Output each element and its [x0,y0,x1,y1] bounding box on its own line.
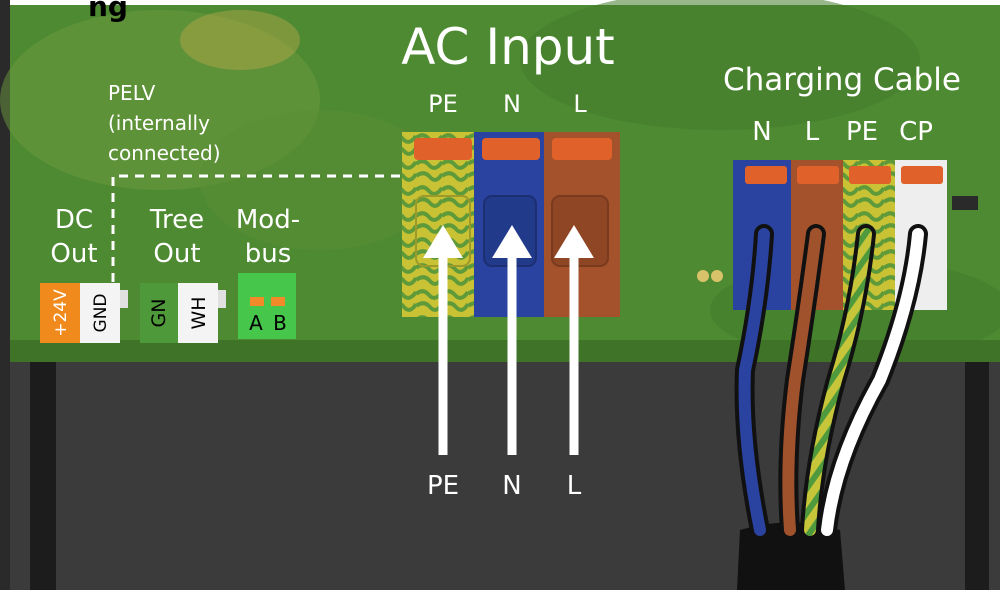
dc-out-label-line1: DC [55,205,93,235]
enclosure-left-rail [30,355,56,590]
charging-cable-title: Charging Cable [723,62,961,98]
dc-out-pin-gnd: GND [91,294,111,333]
ac-terminal-label-n: N [503,90,521,118]
arrow-pe-head [423,225,463,258]
ac-input-arrows [423,225,594,455]
pelv-label-line3: connected) [108,141,221,165]
dc-out-label-line2: Out [50,239,97,269]
enclosure-lower [0,355,1000,590]
modbus-label-line2: bus [245,239,292,269]
ac-input-title: AC Input [401,18,615,76]
dc-out-pin-plus24v: +24V [51,289,71,337]
arrow-l-head [554,225,594,258]
enclosure-right-rail [965,355,989,590]
ac-terminal-label-pe: PE [428,90,458,118]
cable-wires [734,224,928,540]
tree-out-connector: GN WH [140,283,226,343]
arrow-n-head [492,225,532,258]
pelv-label-line2: (internally [108,111,210,135]
pelv-label-line1: PELV [108,81,156,105]
cable-terminal-label-l: L [805,117,820,147]
arrow-label-l: L [567,471,582,501]
ac-input-terminal-block [402,132,620,317]
tree-out-pin-gn: GN [148,299,170,328]
enclosure-left-edge [0,0,10,590]
cable-terminal-label-pe: PE [846,117,878,147]
tree-out-label-line2: Out [153,239,200,269]
cable-terminal-label-cp: CP [899,117,933,147]
arrow-label-n: N [502,471,521,501]
ac-terminal-label-l: L [573,90,587,118]
modbus-connector: A B [238,273,296,339]
arrow-label-pe: PE [427,471,459,501]
ac-terminal-pe [402,132,474,317]
tree-out-pin-wh: WH [188,296,210,329]
tree-out-label-line1: Tree [149,205,204,235]
modbus-pin-a: A [249,311,263,335]
dc-out-connector: +24V GND [40,283,128,343]
cable-jacket [737,522,845,590]
cropped-heading-fragment: ng [88,0,128,23]
modbus-label-line1: Mod- [236,205,300,235]
cable-terminal-label-n: N [752,117,771,147]
modbus-pin-b: B [273,311,287,335]
